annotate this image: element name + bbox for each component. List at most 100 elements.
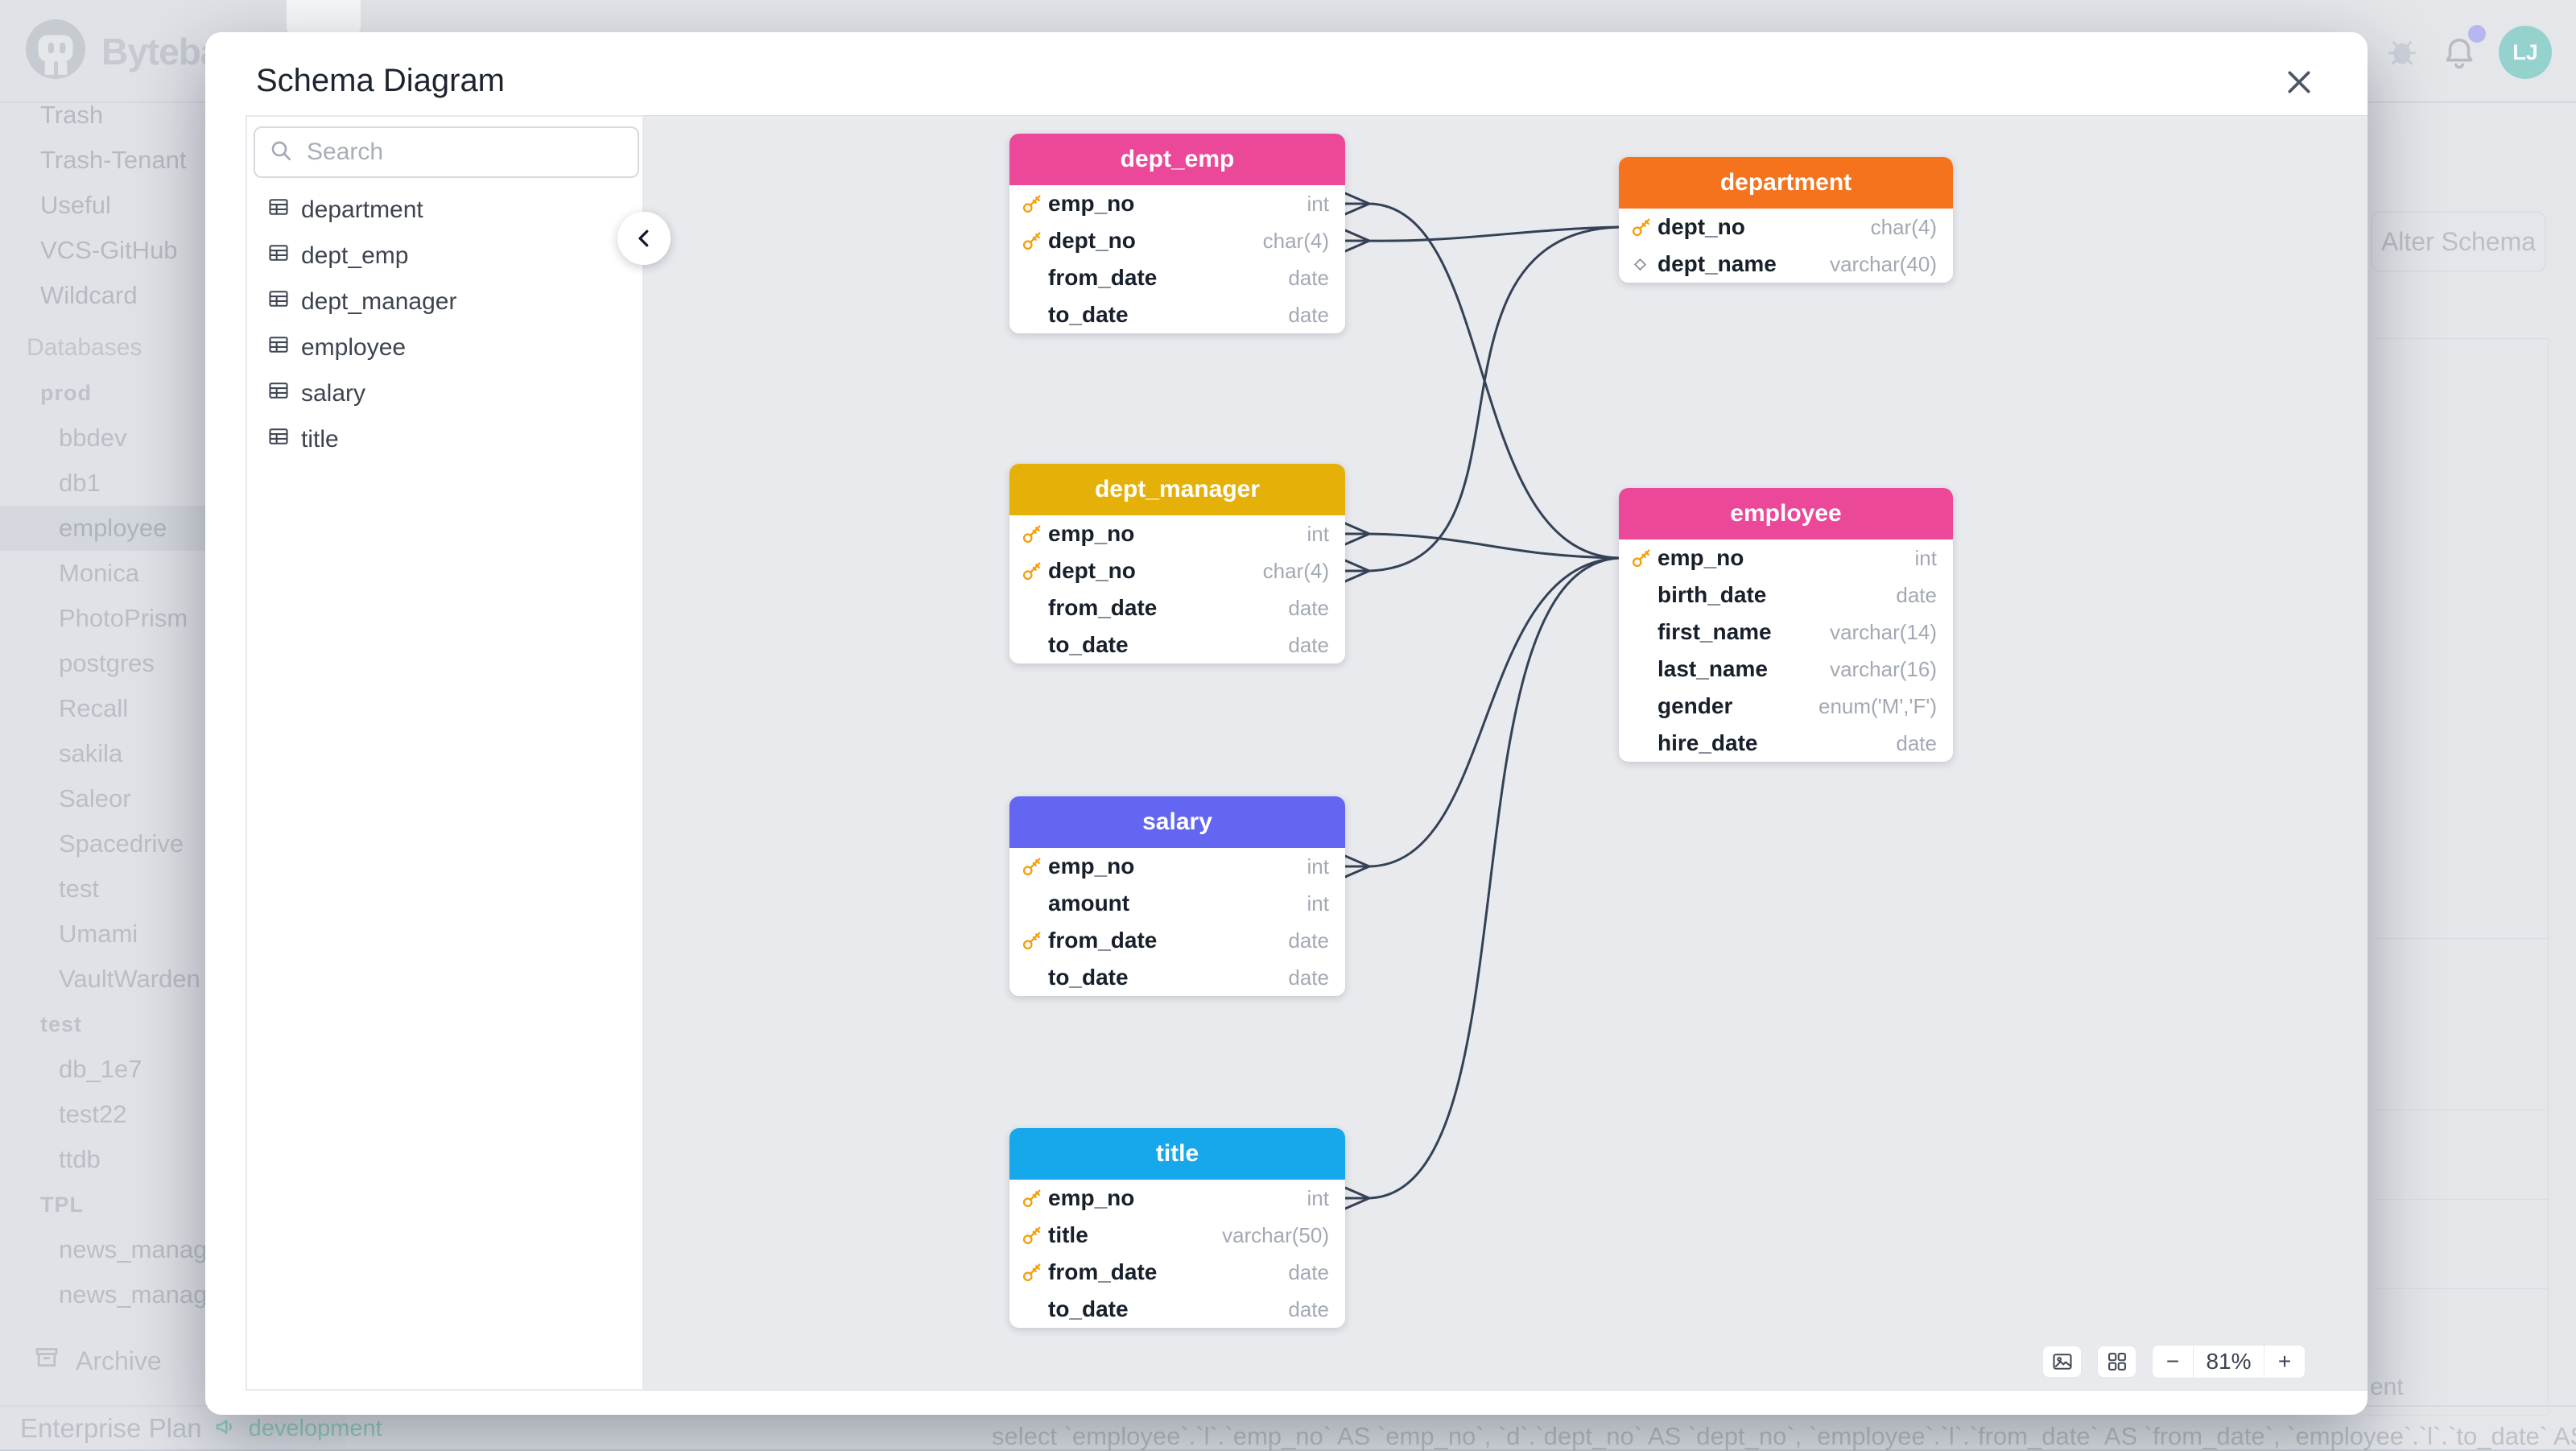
- column-name: from_date: [1048, 928, 1157, 953]
- auto-layout-button[interactable]: [2097, 1346, 2136, 1378]
- primary-key-icon: [1021, 560, 1048, 582]
- column-type: enum('M','F'): [1818, 694, 1937, 719]
- column-row-to_date: to_date date: [1009, 959, 1345, 996]
- column-type: int: [1307, 891, 1329, 916]
- column-name: from_date: [1048, 1259, 1157, 1285]
- column-name: last_name: [1657, 656, 1768, 682]
- column-row-from_date: from_date date: [1009, 922, 1345, 959]
- no-icon: [1021, 892, 1048, 915]
- column-name: emp_no: [1657, 545, 1744, 571]
- table-list-item-salary[interactable]: salary: [247, 370, 642, 416]
- primary-key-icon: [1021, 192, 1048, 215]
- column-name: to_date: [1048, 965, 1129, 990]
- column-name: from_date: [1048, 595, 1157, 621]
- table-list-item-dept_emp[interactable]: dept_emp: [247, 233, 642, 279]
- column-type: date: [1288, 965, 1329, 990]
- close-icon: [2283, 66, 2315, 98]
- table-header: department: [1619, 157, 1953, 209]
- table-header: dept_manager: [1009, 464, 1345, 515]
- column-type: int: [1915, 546, 1937, 571]
- primary-key-icon: [1021, 929, 1048, 952]
- table-list-label: salary: [301, 380, 365, 407]
- zoom-control: − 81% +: [2152, 1345, 2306, 1379]
- column-type: int: [1307, 1186, 1329, 1211]
- no-icon: [1021, 634, 1048, 656]
- column-name: dept_name: [1657, 251, 1777, 277]
- chevron-left-icon: [632, 226, 656, 250]
- table-header: employee: [1619, 488, 1953, 539]
- column-name: hire_date: [1657, 730, 1758, 756]
- no-icon: [1021, 267, 1048, 289]
- no-icon: [1630, 584, 1657, 606]
- relationship-edge: [1345, 227, 1619, 251]
- relationship-edge: [1345, 227, 1619, 581]
- primary-key-icon: [1630, 216, 1657, 238]
- search-icon: [268, 138, 294, 167]
- column-name: emp_no: [1048, 1185, 1134, 1211]
- no-icon: [1630, 621, 1657, 643]
- zoom-out-button[interactable]: −: [2153, 1346, 2193, 1378]
- column-type: date: [1288, 303, 1329, 328]
- table-header: title: [1009, 1128, 1345, 1180]
- layout-grid-icon: [2106, 1350, 2128, 1373]
- column-name: gender: [1657, 693, 1732, 719]
- search-box: [254, 126, 639, 178]
- column-type: char(4): [1263, 229, 1329, 254]
- column-type: date: [1288, 928, 1329, 953]
- export-image-button[interactable]: [2042, 1346, 2082, 1378]
- table-list-label: title: [301, 426, 339, 453]
- column-name: emp_no: [1048, 191, 1134, 217]
- image-icon: [2051, 1350, 2074, 1373]
- table-list-item-title[interactable]: title: [247, 416, 642, 462]
- table-icon: [267, 196, 290, 225]
- no-icon: [1630, 732, 1657, 754]
- column-row-gender: gender enum('M','F'): [1619, 688, 1953, 725]
- column-type: date: [1288, 596, 1329, 621]
- no-icon: [1021, 1298, 1048, 1321]
- column-row-last_name: last_name varchar(16): [1619, 651, 1953, 688]
- column-type: varchar(50): [1222, 1223, 1329, 1248]
- search-input[interactable]: [305, 138, 625, 167]
- no-icon: [1630, 695, 1657, 717]
- column-type: varchar(16): [1830, 657, 1937, 682]
- column-name: emp_no: [1048, 854, 1134, 879]
- column-name: dept_no: [1048, 228, 1136, 254]
- column-row-emp_no: emp_no int: [1009, 1180, 1345, 1217]
- primary-key-icon: [1021, 855, 1048, 878]
- collapse-panel-button[interactable]: [617, 212, 671, 265]
- table-list-label: dept_emp: [301, 242, 408, 270]
- primary-key-icon: [1021, 1261, 1048, 1284]
- relationship-edge: [1345, 193, 1619, 558]
- close-button[interactable]: [2278, 61, 2320, 103]
- column-name: from_date: [1048, 265, 1157, 291]
- column-type: char(4): [1871, 215, 1937, 240]
- column-type: char(4): [1263, 559, 1329, 584]
- column-row-emp_no: emp_no int: [1619, 539, 1953, 577]
- no-icon: [1021, 966, 1048, 989]
- zoom-in-button[interactable]: +: [2264, 1346, 2305, 1378]
- column-name: to_date: [1048, 632, 1129, 658]
- column-type: date: [1288, 633, 1329, 658]
- table-list-item-department[interactable]: department: [247, 187, 642, 233]
- table-list-item-dept_manager[interactable]: dept_manager: [247, 279, 642, 325]
- relationship-edge: [1345, 558, 1619, 1209]
- table-list-item-employee[interactable]: employee: [247, 325, 642, 370]
- column-name: first_name: [1657, 619, 1772, 645]
- table-icon: [267, 379, 290, 408]
- column-type: int: [1307, 854, 1329, 879]
